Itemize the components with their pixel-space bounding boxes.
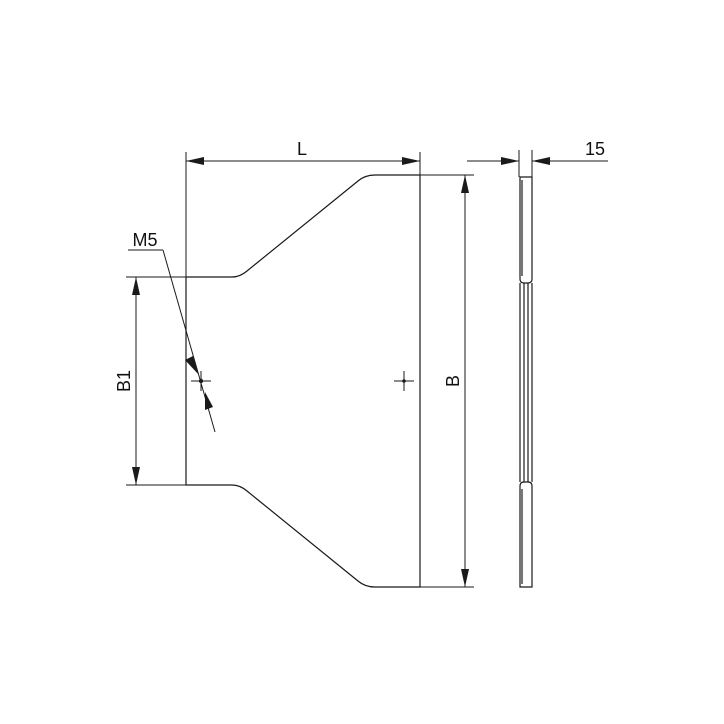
side-view-middle (523, 283, 529, 482)
center-mark-right (394, 371, 414, 391)
dimension-width-label: B (443, 375, 463, 387)
dimension-width (420, 174, 474, 588)
thread-callout (128, 249, 216, 433)
dimension-length (185, 152, 421, 277)
dimension-thickness (467, 150, 608, 177)
center-mark-left (191, 371, 211, 391)
thread-label: M5 (132, 230, 157, 250)
plate-outline (185, 174, 421, 588)
dimension-narrow-width (126, 276, 186, 486)
dimension-narrow-width-label: B1 (114, 370, 134, 392)
side-view-profile-bottom (519, 481, 533, 588)
dimension-thickness-label: 15 (585, 139, 605, 159)
dimension-length-label: L (297, 139, 307, 159)
